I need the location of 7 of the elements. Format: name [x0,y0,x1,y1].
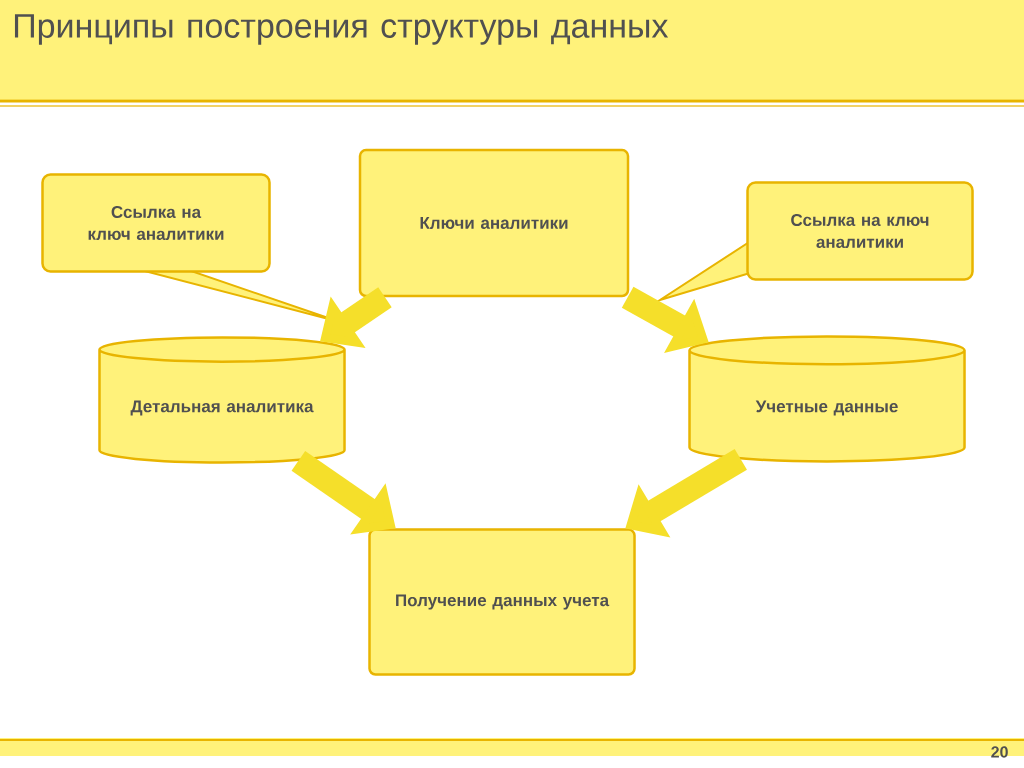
page-number: 20 [991,746,1008,758]
cylinder: Учетные данные [688,335,966,463]
process-box: Получение данных учета [368,528,636,676]
process-box: Ключи аналитики [358,148,630,298]
callout: Ссылка на ключ аналитики [41,173,341,323]
title: Принципы построения структуры данных [14,14,669,45]
cylinder: Детальная аналитика [98,336,346,464]
